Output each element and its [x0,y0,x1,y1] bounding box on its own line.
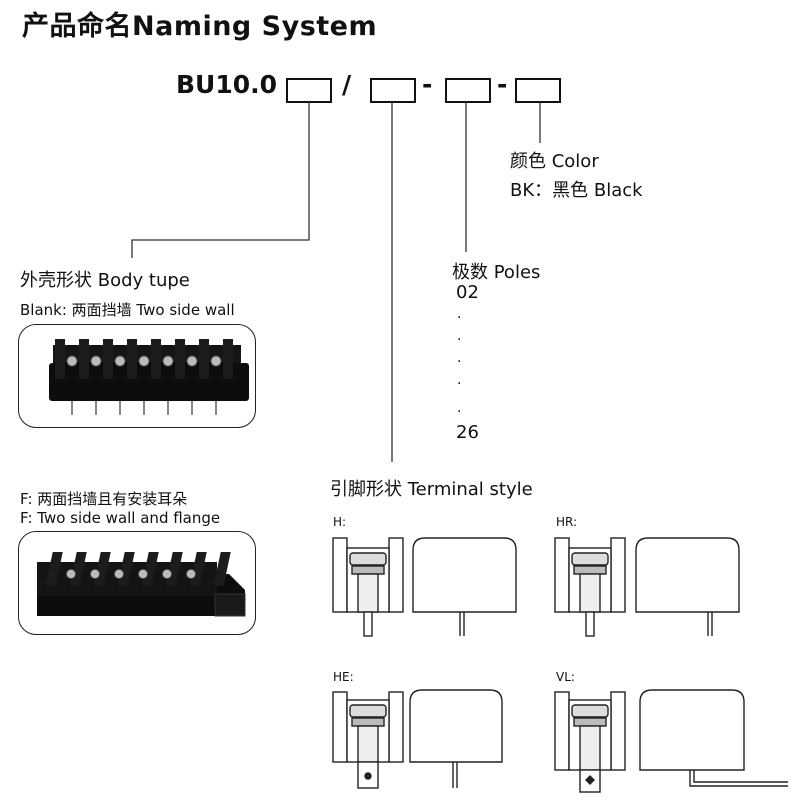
dash-separator-2: - [497,70,508,99]
terminal-style-box [370,78,416,103]
poles-first: 02 [456,282,479,303]
terminal-h-front-view [412,537,517,636]
terminal-h-side-view [332,537,404,637]
terminal-he-front-view [409,689,503,788]
terminal-hr-side-view [554,537,626,637]
color-box [515,78,561,103]
flange-label-cn: F: 两面挡墙且有安装耳朵 [20,490,188,508]
flange-block-illustration [37,552,246,617]
two-side-wall-block-illustration [49,339,249,415]
poles-dot: . [457,306,462,322]
flange-label-en: F: Two side wall and flange [20,509,221,527]
terminal-he-side-view [332,691,404,789]
color-value: BK：黑色 Black [510,180,643,201]
poles-dot: . [457,328,462,344]
poles-dot: . [457,350,462,366]
terminal-label-h: H: [333,515,347,529]
dash-separator-1: - [422,70,433,99]
terminal-label-he: HE: [333,670,354,684]
part-code-prefix: BU10.0 [176,70,278,99]
poles-last: 26 [456,422,479,443]
flange-body-image [18,531,256,635]
poles-dot: . [457,400,462,416]
body-type-heading: 外壳形状 Body tupe [20,270,190,291]
terminal-label-vl: VL: [556,670,575,684]
page-title: 产品命名Naming System [22,11,378,42]
blank-label: Blank: 两面挡墙 Two side wall [20,301,235,319]
terminal-vl-side-view [554,691,626,793]
terminal-style-heading: 引脚形状 Terminal style [330,479,533,500]
terminal-vl-front-view [639,689,788,787]
terminal-label-hr: HR: [556,515,578,529]
body-type-connector [131,102,310,258]
color-heading: 颜色 Color [510,151,599,172]
poles-heading: 极数 Poles [452,262,541,283]
terminal-hr-front-view [635,537,740,636]
poles-dot: . [457,372,462,388]
poles-box [445,78,491,103]
blank-body-image [18,324,256,428]
slash-separator: / [342,70,352,99]
